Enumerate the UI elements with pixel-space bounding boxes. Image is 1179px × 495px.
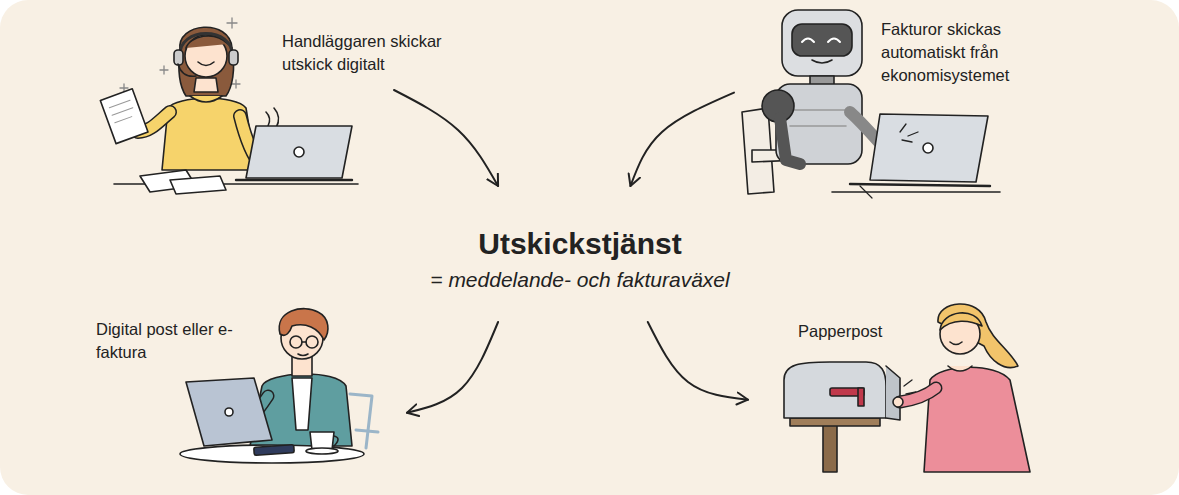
flow-arrow [407, 322, 498, 413]
service-title: Utskickstjänst [385, 226, 775, 262]
step-text: Fakturor skickas automatiskt från ekonom… [881, 18, 1041, 87]
flow-arrow [648, 322, 748, 400]
service-subtitle: = meddelande- och fakturaväxel [385, 266, 775, 293]
recipient-paper-figure [784, 304, 1030, 472]
step-text: Papperpost [798, 320, 948, 343]
step-label: Fakturor skickas automatiskt från ekonom… [738, 8, 1045, 196]
step-label: Handläggaren skickar utskick digitalt [278, 28, 478, 86]
flow-arrow [394, 90, 498, 186]
hub-label: Utskickstjänst = meddelande- och fakturav… [385, 188, 779, 318]
text-group: Digital post eller e-faktura [96, 318, 252, 364]
robot-figure [742, 10, 1000, 198]
step-text: Digital post eller e-faktura [96, 318, 252, 364]
channel-label: Digital post eller e-faktura [92, 314, 405, 466]
text-group: Papperpost [798, 320, 948, 343]
text-group: Handläggaren skickar utskick digitalt [282, 30, 474, 76]
text-group: Fakturor skickas automatiskt från ekonom… [881, 18, 1041, 87]
step-text: Handläggaren skickar utskick digitalt [282, 30, 474, 76]
text-group: Utskickstjänst = meddelande- och fakturav… [385, 226, 775, 293]
flow-arrow [630, 93, 734, 186]
channel-label: Papperpost [750, 316, 1035, 471]
